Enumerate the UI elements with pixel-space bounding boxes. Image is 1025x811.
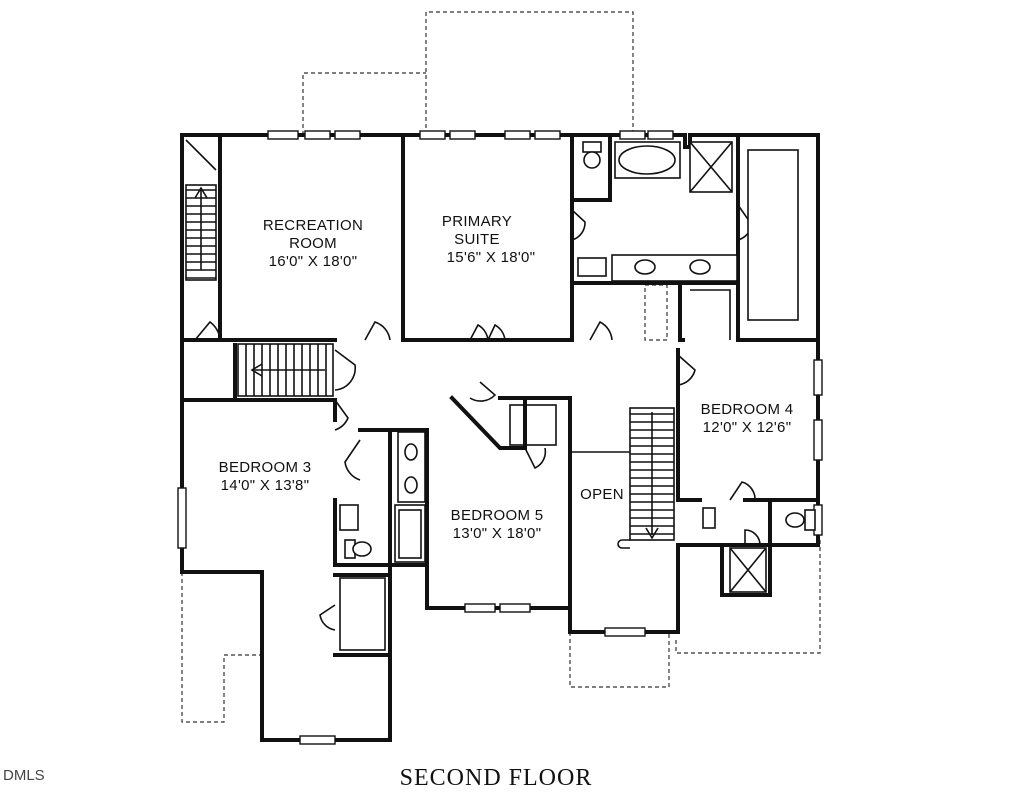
window-icon [334,130,361,140]
bedroom-4-name: BEDROOM 4 [701,401,794,418]
stairs [185,139,675,549]
door-swing-icon [589,320,613,341]
recreation-room-name-2: ROOM [289,235,337,252]
mls-watermark: DMLS [3,767,45,784]
door-swing-icon [571,209,586,241]
door-swing-icon [334,349,357,391]
bedroom-4-size: 12'0" X 12'6" [703,419,792,436]
door-swing-icon [729,481,756,501]
window-icon [299,735,336,745]
window-icon [619,130,646,140]
toilet-icon [582,141,602,153]
recreation-room-size: 16'0" X 18'0" [269,253,358,270]
window-icon [464,603,496,613]
sink-icon [634,259,656,275]
door-swing-icon [194,320,221,341]
door-swing-icon [487,323,506,341]
window-icon [499,603,531,613]
window-icon [534,130,561,140]
window-icon [449,130,476,140]
window-icon [813,359,823,396]
toilet-icon [702,507,716,529]
recreation-room-name: RECREATION [263,217,363,234]
bedroom-5-size: 13'0" X 18'0" [453,525,542,542]
door-swing-icon [364,321,391,341]
primary-suite-name-2: SUITE [454,231,500,248]
bedroom-3-name: BEDROOM 3 [219,459,312,476]
door-swing-icon [344,439,361,481]
interior-walls [180,133,820,657]
window-icon [177,487,187,549]
dashed-outlines [181,11,821,723]
window-icon [304,130,331,140]
door-swing-icon [469,381,497,402]
window-icon [504,130,531,140]
primary-suite-size: 15'6" X 18'0" [447,249,536,266]
bathtub-icon [618,145,676,175]
sink-icon [611,254,738,282]
toilet-icon [583,151,601,169]
door-swing-icon [469,323,489,341]
window-icon [419,130,446,140]
room-labels: RECREATION ROOM 16'0" X 18'0" PRIMARY SU… [219,213,794,542]
window-icon [267,130,299,140]
door-swing-icon [319,604,336,631]
sink-icon [689,259,711,275]
window-icon [813,419,823,461]
toilet-icon [785,512,805,528]
door-swing-icon [744,529,761,546]
bedroom-5-name: BEDROOM 5 [451,507,544,524]
primary-suite-name: PRIMARY [442,213,512,230]
fixtures [339,141,816,593]
open-area-label: OPEN [580,486,624,503]
window-icon [647,130,674,140]
windows [177,130,823,745]
door-swing-icon [677,354,696,386]
window-icon [604,627,646,637]
floor-caption: SECOND FLOOR [400,765,593,791]
door-swing-icon [524,447,547,470]
bedroom-3-size: 14'0" X 13'8" [221,477,310,494]
door-swing-icon [334,399,349,431]
